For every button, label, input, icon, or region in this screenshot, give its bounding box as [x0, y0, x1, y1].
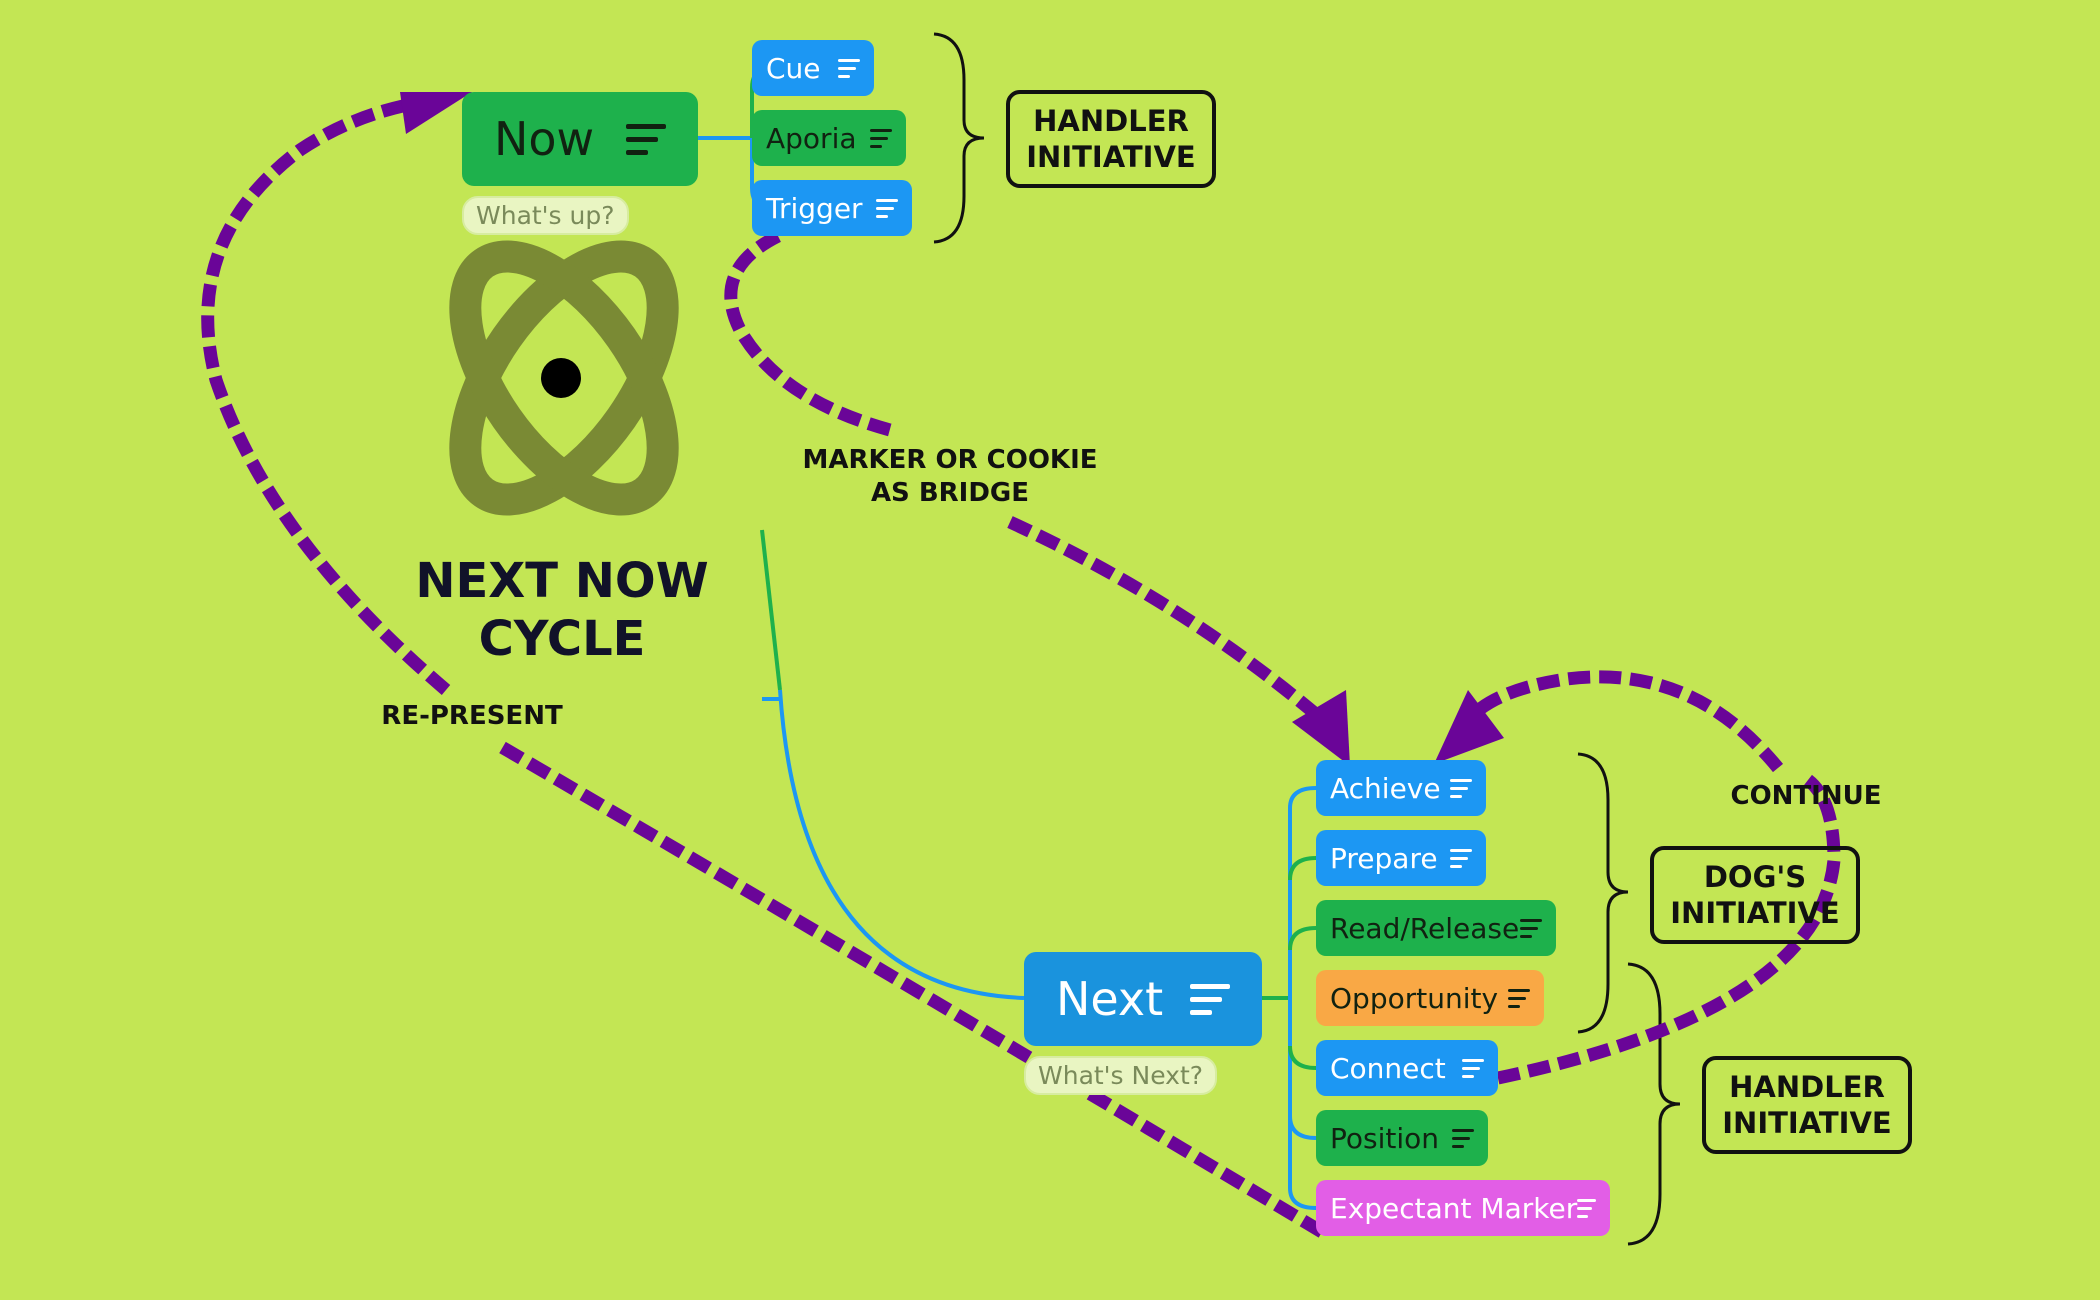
topic-label: Read/Release	[1330, 911, 1520, 945]
atom-icon	[414, 238, 714, 518]
topic-connect[interactable]: Connect	[1316, 1040, 1498, 1096]
arrow-continue-top	[1469, 670, 1784, 773]
now-node-label: Now	[494, 112, 595, 166]
bridge-label: MARKER OR COOKIE AS BRIDGE	[800, 444, 1100, 510]
topic-label: Expectant Marker	[1330, 1191, 1578, 1225]
notes-icon[interactable]	[876, 198, 898, 218]
box-line: HANDLER	[1033, 104, 1189, 138]
page-title: NEXT NOW CYCLE	[382, 552, 742, 668]
topic-label: Cue	[766, 51, 821, 85]
arrow-represent-upper	[201, 93, 451, 695]
topic-label: Opportunity	[1330, 981, 1499, 1015]
notes-icon[interactable]	[838, 58, 860, 78]
box-line: INITIATIVE	[1670, 896, 1840, 930]
next-branch-lower	[1288, 998, 1317, 1210]
notes-icon[interactable]	[870, 128, 892, 148]
brace-dog	[1577, 752, 1629, 1034]
next-branch-position	[1288, 1115, 1317, 1140]
handler-initiative-box-top: HANDLER INITIATIVE	[1006, 90, 1216, 188]
next-branch-connect	[1288, 1045, 1317, 1070]
represent-label: RE-PRESENT	[381, 701, 563, 731]
topic-label: Position	[1330, 1121, 1440, 1155]
bridge-label-line1: MARKER OR COOKIE	[802, 445, 1098, 475]
next-note[interactable]: What's Next?	[1024, 1056, 1218, 1095]
notes-icon[interactable]	[626, 123, 666, 155]
topic-trigger[interactable]: Trigger	[752, 180, 912, 236]
now-node[interactable]: Now	[462, 92, 698, 186]
brace-bottom-handler	[1627, 962, 1681, 1246]
page-title-line2: CYCLE	[478, 611, 646, 667]
topic-label: Achieve	[1330, 771, 1441, 805]
topic-achieve[interactable]: Achieve	[1316, 760, 1486, 816]
box-line: INITIATIVE	[1722, 1106, 1892, 1140]
topic-cue[interactable]: Cue	[752, 40, 874, 96]
box-line: INITIATIVE	[1026, 140, 1196, 174]
next-branch-prepare	[1288, 856, 1317, 881]
flow-arrows	[201, 93, 1841, 1238]
arrow-continue-loop	[1496, 774, 1841, 1085]
notes-icon[interactable]	[1190, 983, 1230, 1015]
notes-icon[interactable]	[1450, 848, 1472, 868]
arrow-trigger-to-bridge	[724, 230, 892, 437]
topic-prepare[interactable]: Prepare	[1316, 830, 1486, 886]
next-branch-upper	[1288, 786, 1317, 998]
page-title-line1: NEXT NOW	[415, 553, 709, 609]
brace-top	[933, 32, 985, 244]
arrowhead-now	[400, 92, 472, 134]
topic-read-release[interactable]: Read/Release	[1316, 900, 1556, 956]
topic-label: Connect	[1330, 1051, 1446, 1085]
next-node-label: Next	[1056, 972, 1164, 1026]
continue-label: CONTINUE	[1730, 781, 1882, 811]
now-note[interactable]: What's up?	[462, 196, 629, 235]
notes-icon[interactable]	[1462, 1058, 1484, 1078]
notes-icon[interactable]	[1452, 1128, 1474, 1148]
topic-opportunity[interactable]: Opportunity	[1316, 970, 1544, 1026]
notes-icon[interactable]	[1520, 918, 1542, 938]
topic-label: Prepare	[1330, 841, 1438, 875]
topic-expectant-marker[interactable]: Expectant Marker	[1316, 1180, 1610, 1236]
box-line: DOG'S	[1703, 860, 1807, 894]
notes-icon[interactable]	[1450, 778, 1472, 798]
handler-initiative-box-bottom: HANDLER INITIATIVE	[1702, 1056, 1912, 1154]
next-branch-read	[1288, 926, 1317, 951]
arrowhead-continue	[1434, 690, 1504, 764]
bridge-label-line2: AS BRIDGE	[870, 478, 1030, 508]
topic-label: Aporia	[766, 121, 857, 155]
arrow-represent-lower	[496, 740, 1326, 1238]
arrow-bridge-to-achieve	[1007, 516, 1323, 721]
topic-aporia[interactable]: Aporia	[752, 110, 906, 166]
dogs-initiative-box: DOG'S INITIATIVE	[1650, 846, 1860, 944]
arrowhead-achieve	[1292, 690, 1350, 766]
notes-icon[interactable]	[1508, 988, 1530, 1008]
next-node[interactable]: Next	[1024, 952, 1262, 1046]
topic-label: Trigger	[766, 191, 863, 225]
now-next-connector-blue	[778, 689, 1025, 1000]
notes-icon[interactable]	[1577, 1198, 1596, 1218]
box-line: HANDLER	[1729, 1070, 1885, 1104]
now-next-connector-green	[760, 529, 782, 691]
topic-position[interactable]: Position	[1316, 1110, 1488, 1166]
